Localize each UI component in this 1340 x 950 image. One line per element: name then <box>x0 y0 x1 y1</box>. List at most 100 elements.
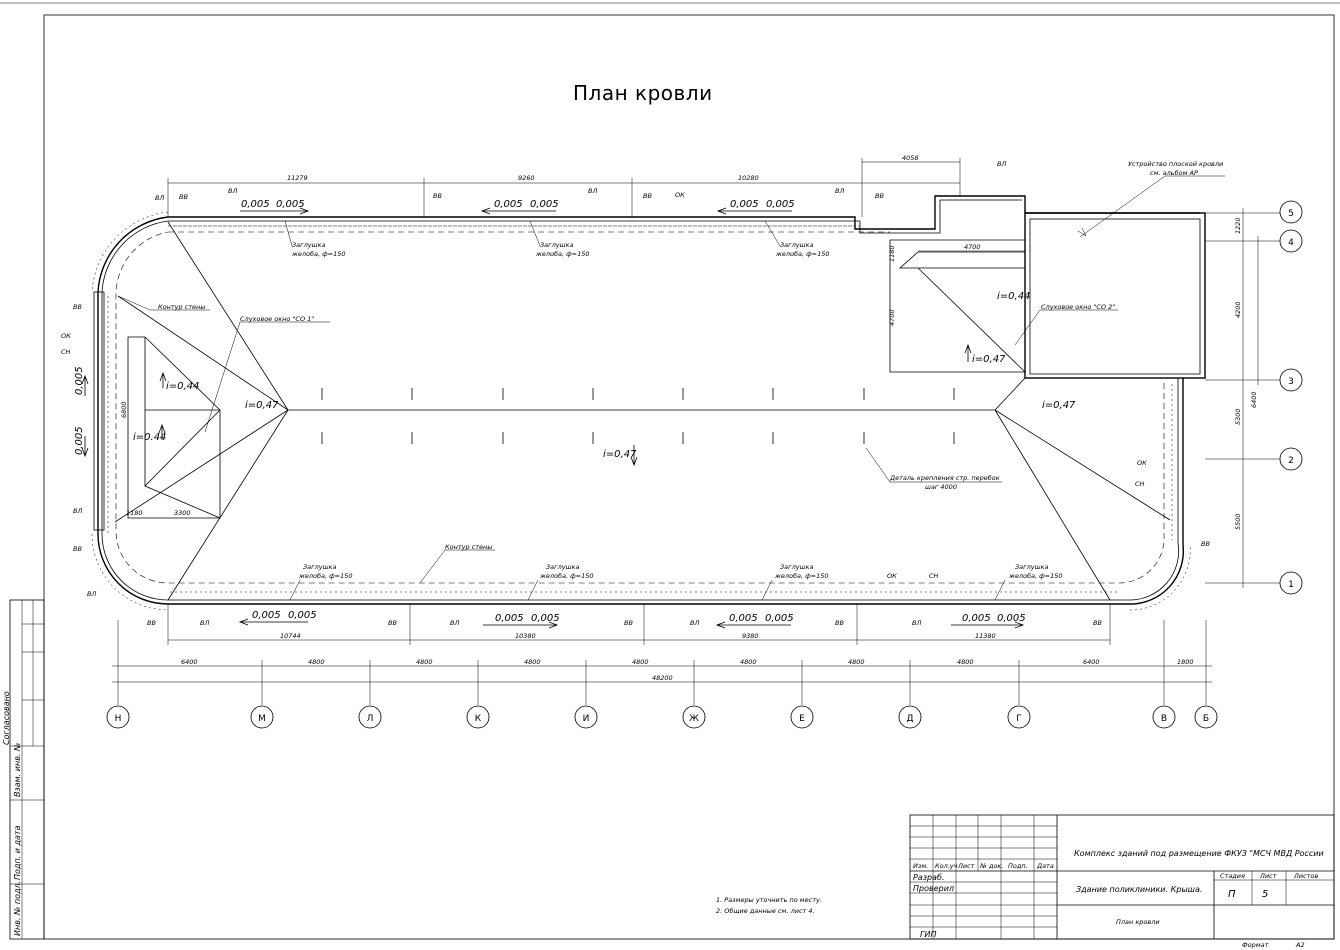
zaglushka-top-2: Заглушка <box>540 241 573 249</box>
axis-Zh: Ж <box>689 714 699 724</box>
label-vv-b4: ВВ <box>835 619 844 627</box>
callout-detail-2: шаг 4000 <box>925 483 957 491</box>
zaglushka-bot-2: Заглушка <box>546 563 579 571</box>
stamp-stage: П <box>1228 889 1236 900</box>
dim-axis-9: 6400 <box>1083 658 1100 666</box>
slope-i047-left: i=0,47 <box>245 400 279 411</box>
label-vv-right: ВВ <box>1201 540 1210 548</box>
stamp-format: А2 <box>1295 941 1305 949</box>
stamp-sheet: 5 <box>1262 889 1268 900</box>
stamp-project: Комплекс зданий под размещение ФКУЗ "МСЧ… <box>1074 849 1324 858</box>
roof-ridges <box>114 221 1171 601</box>
label-vv-3: ВВ <box>643 192 652 200</box>
label-sn-left: СН <box>61 348 71 356</box>
dim-right-2: 4200 <box>1234 301 1242 318</box>
slope-i047-right: i=0,47 <box>1042 400 1076 411</box>
dim-left-1: 6800 <box>120 401 128 418</box>
slope-bot-1a: 0,005 <box>252 610 281 621</box>
stamp-format-label: Формат <box>1242 941 1269 949</box>
label-vl-1: ВЛ <box>155 194 164 202</box>
stamp-col-date: Дата <box>1036 862 1054 870</box>
left-dormer-so1 <box>127 336 221 519</box>
dim-inner-3: 4700 <box>888 309 896 326</box>
label-vv-b2: ВВ <box>388 619 397 627</box>
slope-i047-so2: i=0,47 <box>972 354 1006 365</box>
dim-left-3: 3300 <box>174 509 191 517</box>
dim-wall-1: 10744 <box>280 632 301 640</box>
flat-roof <box>1024 212 1206 379</box>
stamp-sheet-name: План кровли <box>1116 918 1160 926</box>
stamp-col-doc: № док. <box>979 862 1003 870</box>
note-2: 2. Общие данные см. лист 4. <box>716 907 815 915</box>
callout-kontur-left: Контур стены <box>158 303 205 311</box>
axis-B: Б <box>1203 714 1209 724</box>
slope-i044-so2: i=0,44 <box>997 291 1030 302</box>
axis-I: И <box>583 714 590 724</box>
zhelob-top-1: желоба, ф=150 <box>291 250 346 258</box>
zhelob-bot-3: желоба, ф=150 <box>774 572 829 580</box>
label-vv-1: ВВ <box>179 193 188 201</box>
slope-top-1b: 0,005 <box>276 199 305 210</box>
slope-left-2: 0,005 <box>74 426 85 455</box>
label-vv-4: ВВ <box>875 192 884 200</box>
stamp-col-list: Лист <box>957 862 975 870</box>
label-sn-b: СН <box>929 572 939 580</box>
top-dimensions: 11279 9260 10280 4058 <box>167 154 961 217</box>
zhelob-top-3: желоба, ф=150 <box>775 250 830 258</box>
slope-top-1a: 0,005 <box>241 199 270 210</box>
slope-bot-1b: 0,005 <box>288 610 317 621</box>
axis-4: 4 <box>1288 238 1294 248</box>
label-vv-2: ВВ <box>433 192 442 200</box>
dim-axis-4: 4800 <box>524 658 541 666</box>
stamp-sheets-h: Листов <box>1293 872 1318 880</box>
label-vl-4: ВЛ <box>835 187 844 195</box>
note-1: 1. Размеры уточнить по месту. <box>716 896 822 904</box>
axis-G: Г <box>1016 714 1022 724</box>
label-vv-b3: ВВ <box>624 619 633 627</box>
label-ok-right: ОК <box>1137 459 1147 467</box>
slope-bot-4b: 0,005 <box>997 613 1026 624</box>
zaglushka-top-1: Заглушка <box>292 241 325 249</box>
zaglushka-bot-3: Заглушка <box>780 563 813 571</box>
axis-M: М <box>258 714 266 724</box>
slope-arrows <box>81 207 1025 629</box>
callout-detail-1: Деталь крепления стр. перебок <box>889 474 1000 482</box>
dim-wall-4: 11380 <box>975 632 996 640</box>
axis-L: Л <box>367 714 374 724</box>
stamp-col-izm: Изм. <box>913 862 928 870</box>
label-vl-b3: ВЛ <box>690 619 699 627</box>
dim-axis-8: 4800 <box>957 658 974 666</box>
axis-V: В <box>1161 714 1167 724</box>
axis-2: 2 <box>1288 456 1294 466</box>
dim-right-1: 1220 <box>1234 217 1242 234</box>
callout-so1: Слуховое окно "СО 1" <box>240 315 314 323</box>
dim-inner-2: 1180 <box>888 245 896 262</box>
callout-kontur-bottom: Контур стены <box>445 543 492 551</box>
side-inv-orig: Инв. № подл. <box>13 881 22 936</box>
side-inv-repl: Взам. инв. № <box>13 743 22 797</box>
label-sn-right: СН <box>1135 480 1145 488</box>
dim-inner-1: 4700 <box>964 243 981 251</box>
stamp-col-kol: Кол.уч <box>935 862 958 870</box>
label-vl-5: ВЛ <box>997 160 1006 168</box>
zaglushka-bot-4: Заглушка <box>1015 563 1048 571</box>
label-vv-b1: ВВ <box>147 619 156 627</box>
zaglushka-bot-1: Заглушка <box>303 563 336 571</box>
slope-top-3b: 0,005 <box>766 199 795 210</box>
slope-left-1: 0,005 <box>74 366 85 395</box>
dim-top-3: 10280 <box>738 174 759 182</box>
side-sign-date: Подп. и дата <box>13 825 22 880</box>
slope-labels: 0,005 0,005 0,005 0,005 0,005 0,005 0,00… <box>74 199 1076 624</box>
inner-dimensions: 4700 1180 4700 6800 1180 3300 <box>120 243 1025 517</box>
gutter-marks <box>175 199 1020 227</box>
label-ok-b: ОК <box>887 572 897 580</box>
zhelob-bot-2: желоба, ф=150 <box>539 572 594 580</box>
dim-right-3: 6400 <box>1250 391 1258 408</box>
dim-axis-2: 4800 <box>308 658 325 666</box>
label-vl-left-2: ВЛ <box>87 590 96 598</box>
label-ok-1: ОК <box>675 191 685 199</box>
axis-D: Д <box>906 714 913 724</box>
label-vv-left-2: ВВ <box>73 545 82 553</box>
slope-i044-so1a: i=0,44 <box>166 381 199 392</box>
